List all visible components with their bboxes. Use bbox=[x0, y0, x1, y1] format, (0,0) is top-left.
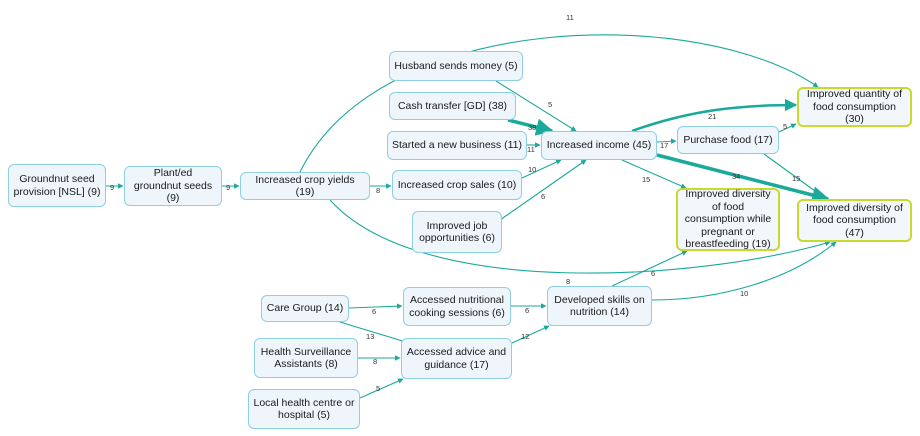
edge-care-group-to-advice-guidance bbox=[339, 321, 410, 345]
edge-increased-income-to-purchase-food bbox=[656, 138, 677, 145]
edge-label-new-business-to-increased-income: 11 bbox=[527, 145, 535, 154]
edge-label-health-centre-to-advice-guidance: 5 bbox=[376, 384, 380, 393]
edge-skills-nutrition-to-diversity-pregnant bbox=[611, 250, 688, 287]
node-care-group: Care Group (14) bbox=[261, 295, 349, 322]
edge-care-group-to-cooking-sessions bbox=[348, 303, 403, 309]
edge-label-skills-nutrition-to-diversity-consumption: 10 bbox=[740, 289, 748, 298]
node-quantity-consumption: Improved quantity of food consumption (3… bbox=[797, 87, 912, 127]
node-husband-money: Husband sends money (5) bbox=[389, 51, 523, 81]
edge-label-cash-transfer-to-increased-income: 38 bbox=[528, 123, 536, 132]
node-health-centre: Local health centre or hospital (5) bbox=[248, 389, 360, 429]
edge-skills-nutrition-to-diversity-consumption bbox=[651, 241, 837, 301]
edge-label-crop-yields-to-crop-sales: 8 bbox=[376, 186, 380, 195]
node-health-assistants: Health Surveillance Assistants (8) bbox=[254, 338, 358, 378]
edge-increased-income-to-diversity-consumption bbox=[656, 153, 830, 204]
edge-label-skills-nutrition-to-diversity-pregnant: 6 bbox=[651, 269, 655, 278]
edge-advice-guidance-to-skills-nutrition bbox=[511, 325, 550, 344]
edge-label-crop-sales-to-increased-income: 10 bbox=[528, 165, 536, 174]
edge-label-care-group-to-advice-guidance: 13 bbox=[366, 332, 374, 341]
edge-increased-income-to-quantity-consumption bbox=[631, 98, 798, 133]
edge-label-crop-yields-to-quantity-consumption: 11 bbox=[566, 13, 574, 22]
node-cooking-sessions: Accessed nutritional cooking sessions (6… bbox=[403, 287, 511, 326]
edge-label-groundnut-seed-to-planted-seeds: 9 bbox=[110, 183, 114, 192]
edge-label-health-assistants-to-advice-guidance: 8 bbox=[373, 357, 377, 366]
edge-label-increased-income-to-quantity-consumption: 21 bbox=[708, 112, 716, 121]
edge-label-advice-guidance-to-skills-nutrition: 12 bbox=[521, 332, 529, 341]
edge-job-opportunities-to-increased-income bbox=[499, 159, 587, 221]
edge-husband-money-to-increased-income bbox=[495, 80, 577, 132]
edge-label-crop-yields-to-diversity-consumption: 8 bbox=[566, 277, 570, 286]
edge-label-cooking-sessions-to-skills-nutrition: 6 bbox=[525, 306, 529, 315]
edge-label-increased-income-to-diversity-pregnant: 15 bbox=[642, 175, 650, 184]
node-increased-income: Increased income (45) bbox=[541, 131, 657, 160]
edge-label-job-opportunities-to-increased-income: 6 bbox=[541, 192, 545, 201]
node-planted-seeds: Plant/ed groundnut seeds (9) bbox=[124, 166, 222, 206]
node-new-business: Started a new business (11) bbox=[387, 131, 527, 160]
node-crop-sales: Increased crop sales (10) bbox=[392, 170, 522, 200]
node-groundnut-seed: Groundnut seed provision [NSL] (9) bbox=[8, 164, 106, 207]
edge-crop-yields-to-diversity-consumption bbox=[329, 199, 831, 274]
edge-label-purchase-food-to-diversity-consumption: 15 bbox=[792, 174, 800, 183]
node-skills-nutrition: Developed skills on nutrition (14) bbox=[547, 286, 652, 326]
edge-crop-sales-to-increased-income bbox=[521, 159, 562, 179]
edge-label-husband-money-to-increased-income: 5 bbox=[548, 100, 552, 109]
node-diversity-consumption: Improved diversity of food consumption (… bbox=[797, 199, 912, 242]
edge-crop-yields-to-quantity-consumption bbox=[299, 34, 819, 173]
node-purchase-food: Purchase food (17) bbox=[677, 126, 779, 154]
edge-label-increased-income-to-purchase-food: 17 bbox=[660, 141, 668, 150]
edge-purchase-food-to-quantity-consumption bbox=[778, 123, 797, 133]
edge-label-purchase-food-to-quantity-consumption: 5 bbox=[783, 122, 787, 131]
node-crop-yields: Increased crop yields (19) bbox=[240, 172, 370, 200]
edge-cash-transfer-to-increased-income bbox=[507, 118, 554, 136]
edge-increased-income-to-diversity-pregnant bbox=[621, 159, 687, 189]
edge-label-planted-seeds-to-crop-yields: 9 bbox=[226, 183, 230, 192]
edge-label-increased-income-to-diversity-consumption: 34 bbox=[732, 172, 740, 181]
edge-label-care-group-to-cooking-sessions: 6 bbox=[372, 307, 376, 316]
node-cash-transfer: Cash transfer [GD] (38) bbox=[389, 92, 516, 120]
node-advice-guidance: Accessed advice and guidance (17) bbox=[401, 338, 512, 379]
edge-purchase-food-to-diversity-consumption bbox=[763, 153, 827, 200]
node-diversity-pregnant: Improved diversity of food consumption w… bbox=[676, 188, 780, 251]
node-job-opportunities: Improved job opportunities (6) bbox=[412, 211, 502, 253]
edge-health-centre-to-advice-guidance bbox=[359, 378, 404, 399]
